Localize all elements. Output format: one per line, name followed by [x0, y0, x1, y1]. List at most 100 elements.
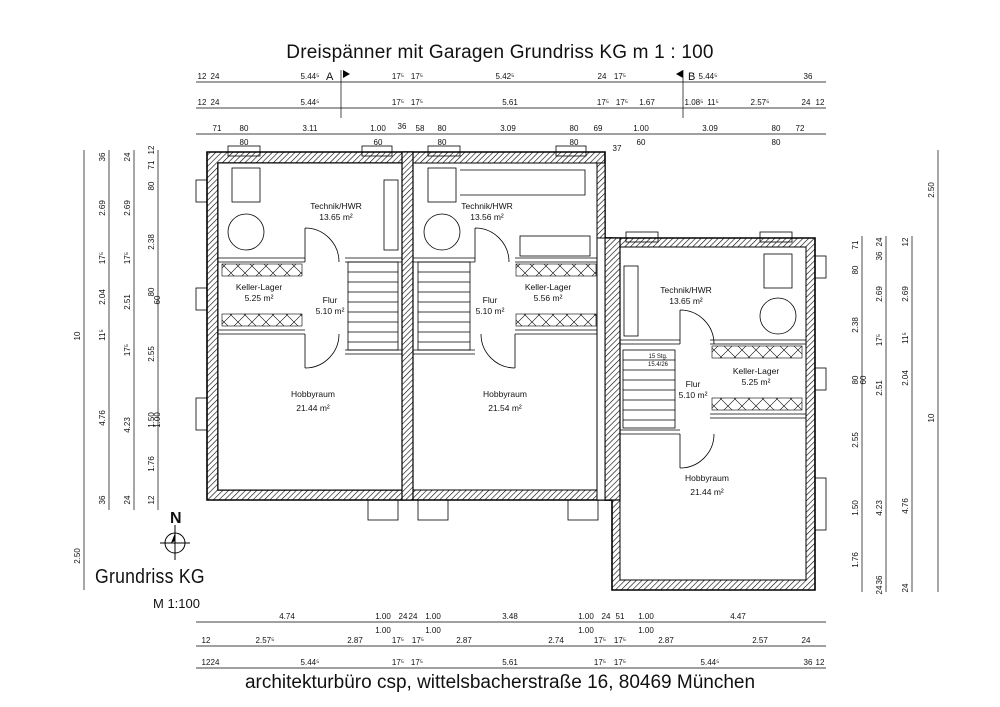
- dim-bot-3-f: 5.61: [502, 658, 518, 667]
- dim-bot-1-j: 1.00: [638, 612, 654, 621]
- dim-top-3-b: 80: [240, 124, 249, 133]
- dim-right-o-b: 80: [851, 265, 860, 274]
- dim-top-2-e: 17⁵: [411, 98, 423, 107]
- dim-bot-1s-c: 1.00: [578, 626, 594, 635]
- drawing-title: Dreispänner mit Garagen Grundriss KG m 1…: [286, 42, 714, 63]
- dim-right-i-a: 12: [901, 237, 910, 246]
- storage-shelves: [221, 263, 803, 411]
- dim-bot-2-g: 2.74: [548, 636, 564, 645]
- room-9-name: Flur: [686, 379, 701, 389]
- dim-top-3-f: 58: [416, 124, 425, 133]
- dim-bot-1s-b: 1.00: [425, 626, 441, 635]
- north-label: N: [170, 510, 182, 527]
- dim-left-i-k: 12: [147, 495, 156, 504]
- dim-top-3-k: 1.00: [633, 124, 649, 133]
- dim-right-m-a: 24: [875, 237, 884, 246]
- room-6-name: Keller-Lager: [733, 366, 779, 376]
- dim-bot-1-a: 4.74: [279, 612, 295, 621]
- window-openings: [195, 145, 827, 531]
- dim-bot-2-a: 12: [202, 636, 211, 645]
- dim-left-o-a: 36: [98, 152, 107, 161]
- dim-top-1-b: 24: [211, 72, 220, 81]
- room-3-area: 13.65 m²: [669, 296, 703, 306]
- dim-left-i-i: 1.00: [153, 412, 162, 428]
- dim-left-i-a: 12: [147, 145, 156, 154]
- dim-right-m-c: 2.69: [875, 286, 884, 302]
- dim-top-3s-a: 80: [240, 138, 249, 147]
- section-b-label: B: [688, 71, 695, 83]
- dim-top-3-n: 72: [796, 124, 805, 133]
- dimensions-left: 10 2.50 36 2.69 17⁵ 2.04 11⁵ 4.76 36 24 …: [73, 145, 162, 564]
- dim-bot-1-b: 1.00: [375, 612, 391, 621]
- dim-bot-3-g: 17⁵: [594, 658, 606, 667]
- dim-top-3s-e: 37: [613, 144, 622, 153]
- dim-top-3-h: 3.09: [500, 124, 516, 133]
- dim-top-3-l: 3.09: [702, 124, 718, 133]
- dim-right-extra: 2.50: [927, 182, 936, 198]
- dimension-lines: [83, 81, 939, 669]
- door-swings: [304, 227, 715, 469]
- dim-left-i-h: 1.50: [147, 412, 156, 428]
- dim-top-2-d: 17⁵: [392, 98, 404, 107]
- dim-top-1-i: 5.44⁵: [699, 72, 718, 81]
- dim-bot-3-j: 36: [804, 658, 813, 667]
- dim-bot-3-a: 12: [202, 658, 211, 667]
- dim-left-o-b: 2.69: [98, 200, 107, 216]
- dimensions-top: 12 24 5.44⁵ 17⁵ 17⁵ 5.42⁵ 24 17⁵ 5.44⁵ 3…: [198, 72, 825, 153]
- dim-top-1-g: 24: [598, 72, 607, 81]
- dim-bot-2-l: 24: [802, 636, 811, 645]
- room-5-name: Keller-Lager: [525, 282, 571, 292]
- dim-right-i-b: 2.69: [901, 286, 910, 302]
- dim-bot-2-j: 2.87: [658, 636, 674, 645]
- dim-top-3-c: 3.11: [303, 124, 319, 133]
- dim-right-m-e: 2.51: [875, 380, 884, 396]
- room-11-area: 21.54 m²: [488, 403, 522, 413]
- dim-right-o-f: 2.55: [851, 432, 860, 448]
- dim-right-m-b: 36: [875, 251, 884, 260]
- dimensions-right: 71 80 2.38 80 60 2.55 1.50 1.76 24 36 2.…: [851, 182, 936, 595]
- room-6-area: 5.25 m²: [742, 377, 771, 387]
- dim-top-2-h: 17⁵: [616, 98, 628, 107]
- dim-top-3-d: 1.00: [370, 124, 386, 133]
- dim-top-2-l: 2.57⁵: [751, 98, 770, 107]
- room-8-name: Flur: [483, 295, 498, 305]
- dim-top-1-j: 36: [804, 72, 813, 81]
- room-10-name: Hobbyraum: [291, 389, 335, 399]
- dim-bot-1-f: 3.48: [502, 612, 518, 621]
- dim-bot-3-k: 12: [816, 658, 825, 667]
- room-3-name: Technik/HWR: [660, 285, 711, 295]
- room-12-area: 21.44 m²: [690, 487, 724, 497]
- dim-top-3-j: 69: [594, 124, 603, 133]
- dim-top-1-d: 17⁵: [392, 72, 404, 81]
- room-12-name: Hobbyraum: [685, 473, 729, 483]
- dim-top-3s-f: 60: [637, 138, 646, 147]
- dim-right-i-e: 4.76: [901, 498, 910, 514]
- dim-right-i-c: 11⁵: [901, 332, 910, 344]
- room-1-name: Technik/HWR: [310, 201, 361, 211]
- dim-bot-1s-a: 1.00: [375, 626, 391, 635]
- dim-top-2-k: 11⁵: [707, 98, 719, 107]
- room-8-area: 5.10 m²: [476, 306, 505, 316]
- legend-scale: M 1:100: [153, 596, 200, 611]
- dim-top-2-i: 1.67: [639, 98, 655, 107]
- dim-left-o-c: 17⁵: [98, 252, 107, 264]
- staircases: [347, 261, 676, 429]
- dim-right-o-g: 1.50: [851, 500, 860, 516]
- dim-top-2-g: 17⁵: [597, 98, 609, 107]
- stair-note-1: 15 Stg.: [648, 354, 667, 360]
- dim-right-m-g: 36: [875, 575, 884, 584]
- dim-bot-2-c: 2.87: [347, 636, 363, 645]
- dim-bot-1-i: 51: [616, 612, 625, 621]
- section-markers: A B: [326, 70, 695, 118]
- dim-right-i-f: 24: [901, 583, 910, 592]
- dim-bot-1s-d: 1.00: [638, 626, 654, 635]
- dim-top-2-a: 12: [198, 98, 207, 107]
- room-10-area: 21.44 m²: [296, 403, 330, 413]
- dim-bot-3-i: 5.44⁵: [701, 658, 720, 667]
- room-2-area: 13.56 m²: [470, 212, 504, 222]
- dim-right-m-f: 4.23: [875, 500, 884, 516]
- dim-bot-1-c: 24: [399, 612, 408, 621]
- dim-top-3-m: 80: [772, 124, 781, 133]
- dim-left-m-g: 24: [123, 495, 132, 504]
- dim-left-m-c: 17⁵: [123, 252, 132, 264]
